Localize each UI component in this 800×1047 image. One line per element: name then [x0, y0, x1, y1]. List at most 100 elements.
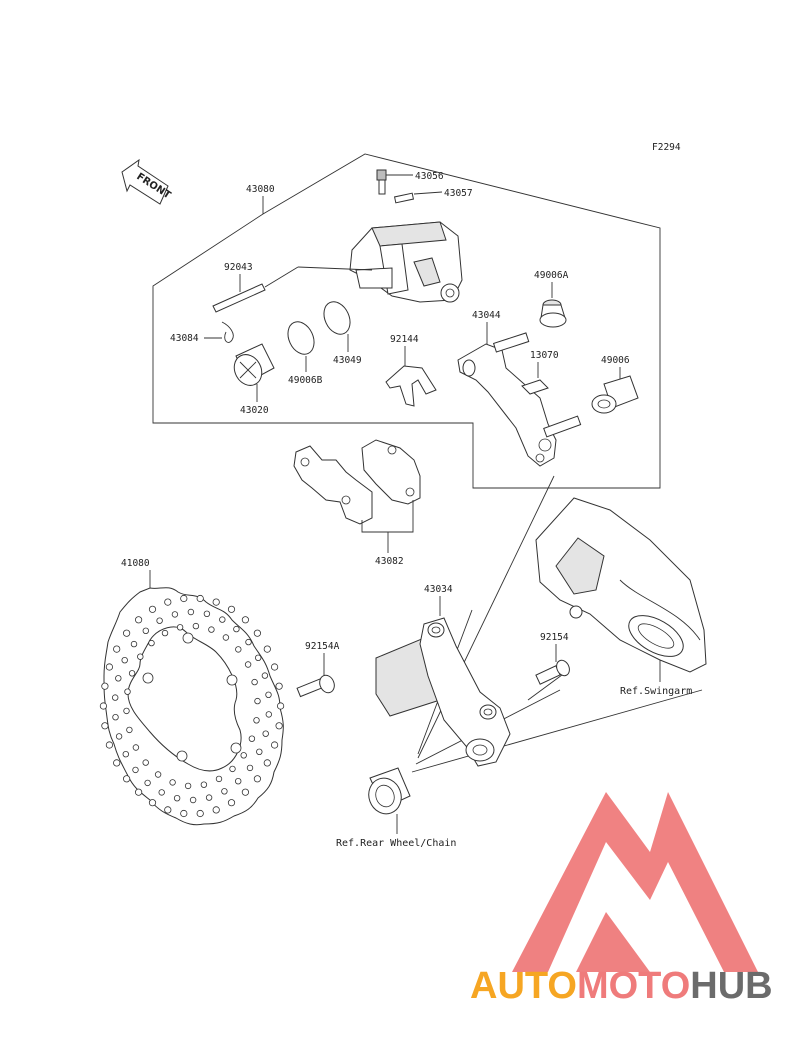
disc-hole: [184, 782, 192, 790]
label-43084: 43084: [170, 333, 199, 344]
brake-pad-right: [361, 439, 421, 505]
label-43049: 43049: [333, 355, 362, 366]
disc-hole: [241, 788, 249, 796]
watermark-text-moto: MOTO: [577, 965, 690, 1007]
automotohub-logo-mark: [512, 792, 758, 972]
ref-swingarm: Ref.Swingarm: [620, 686, 692, 697]
disc-hole: [251, 678, 258, 686]
label-92144: 92144: [390, 334, 419, 345]
disc-hole: [154, 771, 162, 778]
disc-hole: [171, 611, 179, 618]
label-49006B: 49006B: [288, 375, 323, 386]
disc-hole: [115, 733, 123, 740]
label-43057: 43057: [444, 188, 473, 199]
pad-spring-92144: [385, 365, 437, 407]
brake-pad-left: [293, 445, 373, 525]
label-43056: 43056: [415, 171, 444, 182]
disc-hole: [123, 707, 130, 715]
disc-hole: [229, 765, 236, 773]
disc-hole: [253, 717, 260, 724]
disc-hole: [101, 682, 109, 690]
disc-hole: [200, 781, 208, 788]
disc-hole: [276, 702, 285, 710]
disc-hole: [235, 646, 242, 653]
watermark-text-hub: HUB: [690, 965, 772, 1007]
disc-hole: [180, 594, 188, 603]
disc-hole: [254, 697, 261, 705]
disc-hole: [124, 688, 131, 695]
disc-hole: [128, 670, 136, 677]
disc-hole: [222, 634, 230, 641]
disc-hole: [105, 663, 114, 671]
disc-hole: [142, 627, 149, 634]
disc-hole: [115, 675, 122, 682]
disc-hole: [246, 764, 254, 772]
disc-hole: [196, 594, 204, 603]
disc-hole: [144, 779, 151, 787]
disc-hole: [142, 759, 149, 766]
label-43044: 43044: [472, 310, 501, 321]
seal-43049: [323, 301, 351, 335]
label-13070: 13070: [530, 350, 559, 361]
disc-hole: [203, 610, 211, 617]
disc-hole: [148, 639, 155, 647]
disc-hole: [161, 629, 169, 637]
disc-hole: [263, 645, 271, 653]
disc-hole: [112, 714, 119, 721]
label-49006: 49006: [601, 355, 630, 366]
caliper-bracket-43044: [457, 332, 582, 467]
disc-hole: [192, 622, 200, 630]
label-43020: 43020: [240, 405, 269, 416]
disc-hole: [180, 809, 188, 818]
disc-hole: [126, 726, 133, 734]
clip-43084: [221, 321, 234, 343]
disc-hole: [241, 616, 249, 624]
disc-hole: [253, 775, 261, 783]
disc-vent-holes: [99, 594, 285, 818]
collar-rear-wheel: [368, 767, 411, 815]
disc-hole: [164, 806, 172, 814]
disc-hole: [275, 682, 283, 690]
automotohub-watermark: AUTOMOTOHUB: [470, 792, 773, 1007]
front-arrow-icon: FRONT: [121, 158, 173, 205]
caliper-body: [349, 221, 463, 303]
disc-hole: [135, 788, 143, 796]
disc-hole: [113, 645, 121, 653]
caliper-holder-43034: [375, 617, 511, 767]
disc-hole: [221, 788, 228, 795]
disc-hole: [111, 694, 119, 701]
label-43080: 43080: [246, 184, 275, 195]
disc-hole: [132, 744, 140, 751]
disc-hole: [122, 751, 129, 758]
disc-hole: [156, 617, 163, 624]
disc-hole: [240, 752, 247, 759]
disc-hole: [248, 735, 256, 742]
disc-hole: [208, 626, 215, 633]
label-41080: 41080: [121, 558, 150, 569]
disc-hole: [244, 661, 252, 668]
dust-boot-49006: [591, 375, 639, 414]
label-43082: 43082: [375, 556, 404, 567]
disc-hole: [135, 616, 143, 624]
label-43034: 43034: [424, 584, 453, 595]
ref-rear-wheel-chain: Ref.Rear Wheel/Chain: [336, 838, 456, 849]
disc-hole: [164, 598, 172, 606]
disc-hole: [101, 722, 109, 730]
disc-hole: [245, 638, 252, 646]
disc-hole: [212, 806, 220, 814]
clip-13070: [521, 379, 549, 395]
disc-hole: [233, 625, 240, 633]
disc-hole: [158, 789, 165, 796]
bolt-92154A: [296, 674, 335, 698]
disc-hole: [123, 775, 131, 783]
disc-hole: [265, 711, 272, 718]
assembly-outline-43080: [152, 153, 661, 489]
label-92154A: 92154A: [305, 641, 340, 652]
label-92154: 92154: [540, 632, 569, 643]
figure-code: F2294: [652, 142, 681, 153]
disc-hole: [132, 766, 139, 774]
disc-hole: [169, 779, 176, 786]
watermark-text-auto: AUTO: [470, 965, 577, 1007]
disc-hole: [227, 605, 236, 613]
disc-hole: [219, 616, 226, 623]
